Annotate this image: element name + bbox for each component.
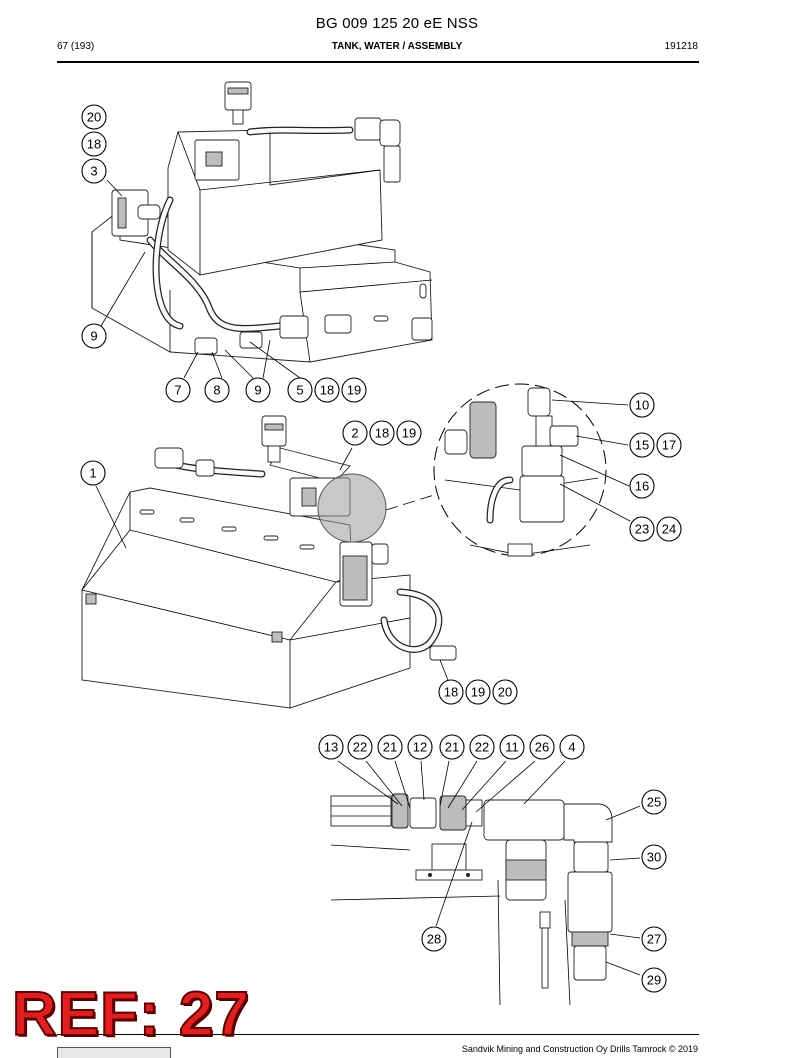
callout-27: 27	[641, 926, 667, 952]
callout-24: 24	[656, 516, 682, 542]
footer-copyright: Sandvik Mining and Construction Oy Drill…	[461, 1044, 698, 1054]
svg-text:7: 7	[174, 383, 181, 398]
callout-30: 30	[641, 844, 667, 870]
svg-text:18: 18	[87, 137, 101, 152]
callout-5: 5	[287, 377, 313, 403]
svg-text:8: 8	[213, 383, 220, 398]
svg-text:5: 5	[296, 383, 303, 398]
svg-text:21: 21	[383, 740, 397, 755]
callout-22-a: 22	[347, 734, 373, 760]
callout-9-left: 9	[81, 323, 107, 349]
callout-7: 7	[165, 377, 191, 403]
callout-19-lower: 19	[465, 679, 491, 705]
main-tank-illustration	[81, 415, 457, 709]
callout-17: 17	[656, 432, 682, 458]
svg-text:19: 19	[402, 426, 416, 441]
callout-29: 29	[641, 967, 667, 993]
bottom-leader-lines	[337, 760, 641, 976]
svg-text:20: 20	[87, 110, 101, 125]
callout-19-main: 19	[396, 420, 422, 446]
callout-18-main: 18	[369, 420, 395, 446]
bottom-view-callouts: 13 22 21 12 21 22 11 26 4 25 30 28 27 29	[318, 734, 667, 993]
svg-text:24: 24	[662, 522, 676, 537]
callout-15: 15	[629, 432, 655, 458]
svg-text:22: 22	[353, 740, 367, 755]
callout-2: 2	[342, 420, 368, 446]
svg-text:21: 21	[445, 740, 459, 755]
date-code: 191218	[664, 41, 698, 52]
callout-1: 1	[80, 460, 106, 486]
callout-19-top-row: 19	[341, 377, 367, 403]
callout-9-bottom: 9	[245, 377, 271, 403]
svg-text:19: 19	[347, 383, 361, 398]
callout-18-top: 18	[81, 131, 107, 157]
callout-18-top-row: 18	[314, 377, 340, 403]
top-leader-lines	[100, 179, 301, 379]
callout-4: 4	[559, 734, 585, 760]
svg-text:1: 1	[89, 466, 96, 481]
callout-21-a: 21	[377, 734, 403, 760]
svg-text:18: 18	[444, 685, 458, 700]
svg-text:9: 9	[90, 329, 97, 344]
header-rule	[57, 61, 699, 63]
svg-text:9: 9	[254, 383, 261, 398]
callout-3: 3	[81, 158, 107, 184]
callout-12: 12	[407, 734, 433, 760]
page-number: 67 (193)	[57, 41, 95, 52]
svg-text:13: 13	[324, 740, 338, 755]
svg-text:11: 11	[505, 740, 519, 755]
callout-20-lower: 20	[492, 679, 518, 705]
callout-13: 13	[318, 734, 344, 760]
callout-16: 16	[629, 473, 655, 499]
svg-text:10: 10	[635, 398, 649, 413]
callout-25: 25	[641, 789, 667, 815]
callout-8: 8	[204, 377, 230, 403]
bottom-fittings-illustration	[330, 793, 613, 1006]
detail-view	[433, 383, 607, 557]
svg-text:20: 20	[498, 685, 512, 700]
svg-text:2: 2	[351, 426, 358, 441]
svg-text:18: 18	[320, 383, 334, 398]
svg-text:12: 12	[413, 740, 427, 755]
svg-text:4: 4	[568, 740, 575, 755]
svg-text:19: 19	[471, 685, 485, 700]
callout-26: 26	[529, 734, 555, 760]
detail-leader-lines	[551, 399, 631, 522]
callout-23: 23	[629, 516, 655, 542]
document-number: BG 009 125 20 eE NSS	[315, 15, 479, 32]
callout-21-b: 21	[439, 734, 465, 760]
main-view-callouts: 1 2 18 19 18 19 20	[80, 420, 518, 705]
svg-text:16: 16	[635, 479, 649, 494]
top-tank-illustration	[91, 81, 433, 363]
svg-text:25: 25	[647, 795, 661, 810]
svg-text:18: 18	[375, 426, 389, 441]
svg-text:28: 28	[427, 932, 441, 947]
svg-text:30: 30	[647, 850, 661, 865]
svg-text:3: 3	[90, 164, 97, 179]
callout-20-top: 20	[81, 104, 107, 130]
svg-text:23: 23	[635, 522, 649, 537]
svg-text:27: 27	[647, 932, 661, 947]
svg-text:22: 22	[475, 740, 489, 755]
svg-text:29: 29	[647, 973, 661, 988]
callout-10: 10	[629, 392, 655, 418]
section-title: TANK, WATER / ASSEMBLY	[331, 41, 463, 52]
callout-18-lower: 18	[438, 679, 464, 705]
callout-28: 28	[421, 926, 447, 952]
top-view-callouts: 20 18 3 9 7 8 9 5 18 19	[81, 104, 367, 403]
callout-11: 11	[499, 734, 525, 760]
main-leader-lines	[95, 447, 449, 681]
callout-22-b: 22	[469, 734, 495, 760]
reference-stamp: REF: 27	[11, 980, 250, 1049]
footer-rule	[57, 1034, 699, 1035]
svg-text:26: 26	[535, 740, 549, 755]
detail-view-callouts: 10 15 17 16 23 24	[629, 392, 682, 542]
svg-text:17: 17	[662, 438, 676, 453]
svg-text:15: 15	[635, 438, 649, 453]
